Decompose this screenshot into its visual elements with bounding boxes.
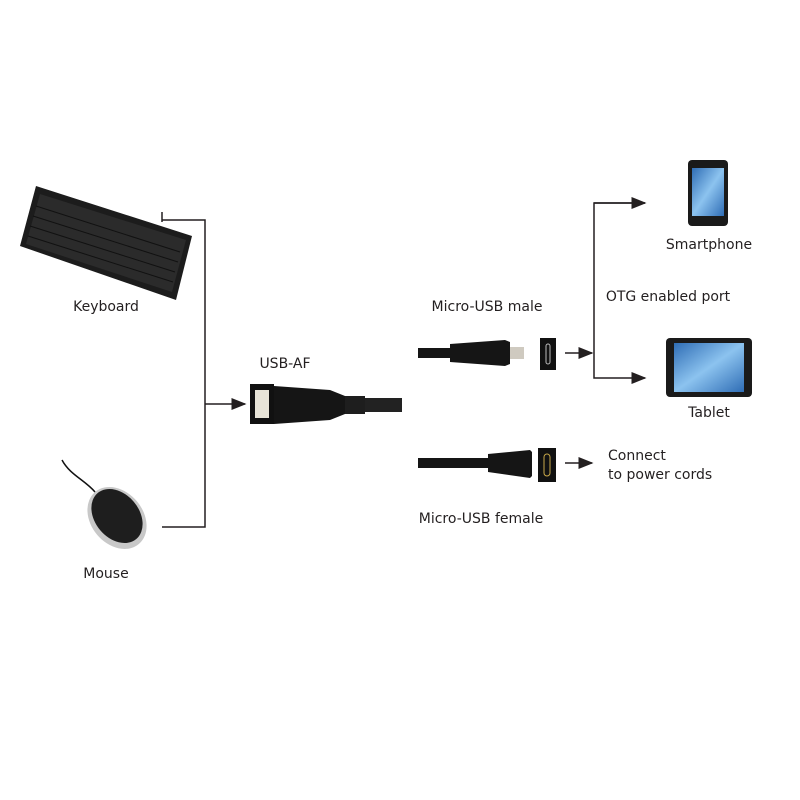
usb-af-label: USB-AF (259, 356, 310, 372)
otg-branch-lines (593, 197, 647, 384)
micro-usb-port-icon (540, 338, 556, 370)
mouse-label: Mouse (83, 566, 128, 582)
keyboard-image (20, 186, 192, 300)
tablet-label: Tablet (687, 405, 730, 421)
micro-usb-male-label: Micro-USB male (432, 299, 543, 315)
input-connector-lines (162, 219, 247, 528)
keyboard-label: Keyboard (73, 299, 139, 315)
smartphone-label: Smartphone (666, 237, 752, 253)
micro-usb-female-port-icon (538, 448, 556, 482)
usb-af-cable-image (250, 384, 402, 424)
connect-label-line2: to power cords (608, 467, 712, 483)
mouse-image (61, 459, 147, 549)
connect-label-line1: Connect (608, 448, 666, 464)
micro-usb-female-cable-image (418, 450, 532, 478)
tablet-icon (666, 338, 752, 397)
smartphone-icon (688, 160, 728, 226)
otg-port-label: OTG enabled port (606, 289, 731, 305)
micro-usb-female-label: Micro-USB female (419, 511, 543, 527)
micro-usb-male-cable-image (418, 340, 524, 366)
